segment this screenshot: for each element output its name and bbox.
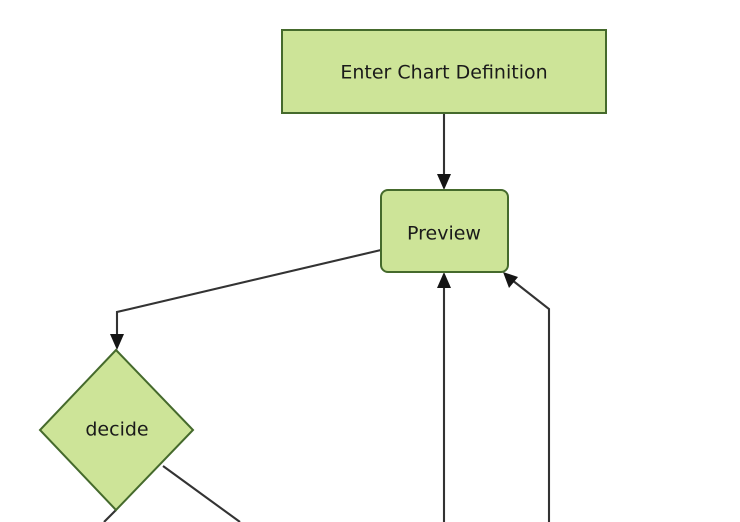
node-decide[interactable]: decide	[38, 348, 195, 512]
edge-line	[511, 279, 551, 522]
arrow-head-icon	[110, 334, 124, 350]
node-shape-diamond[interactable]	[38, 348, 195, 512]
node-preview[interactable]: Preview	[380, 189, 509, 273]
edge-bottom-right-to-preview	[503, 272, 551, 522]
edge-decide-bottom-right	[162, 465, 241, 522]
edge-bottom-center-to-preview	[437, 272, 451, 522]
edge-line	[115, 248, 382, 339]
edge-line	[103, 509, 117, 522]
arrow-head-icon	[437, 174, 451, 190]
arrow-head-icon	[437, 272, 451, 288]
edge-preview-to-decide	[110, 248, 382, 350]
node-enter-chart-definition[interactable]: Enter Chart Definition	[281, 29, 607, 114]
edge-decide-bottom-left	[103, 509, 117, 522]
node-shape-rounded-rectangle[interactable]	[380, 189, 509, 273]
edge-line	[162, 465, 241, 522]
arrow-head-icon	[503, 272, 518, 288]
edge-enter-to-preview	[437, 113, 451, 190]
node-shape-rectangle[interactable]	[281, 29, 607, 114]
